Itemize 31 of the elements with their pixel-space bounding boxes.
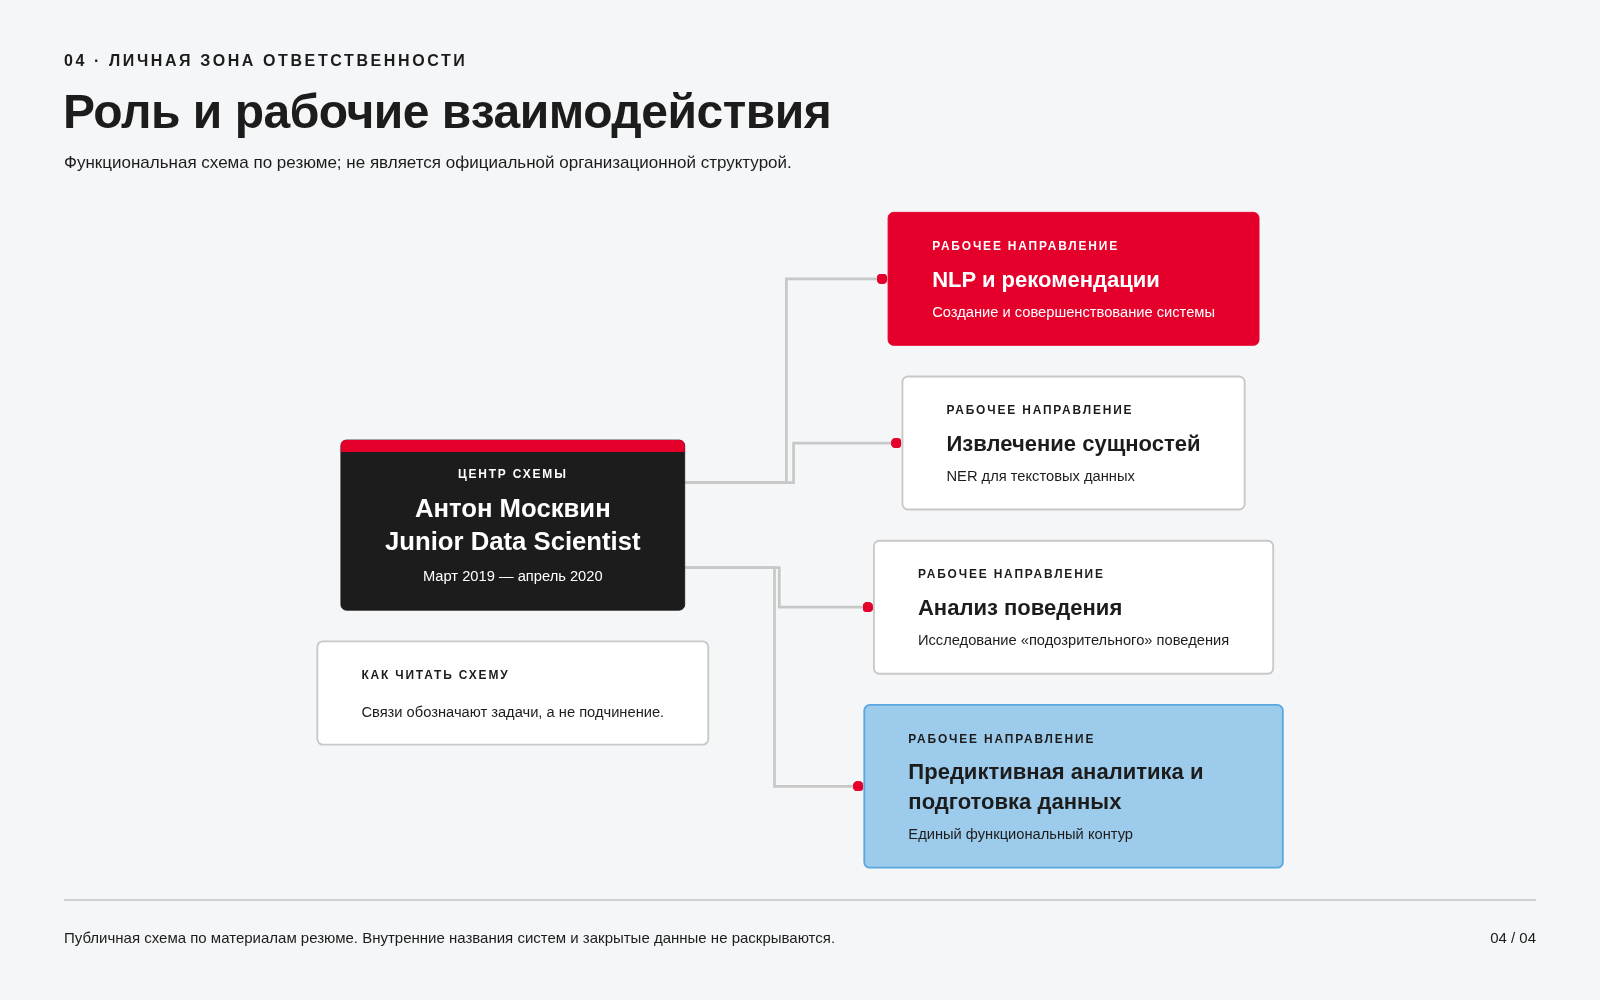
area-card — [887, 211, 1260, 346]
connector-line — [684, 566, 865, 792]
connector-line — [684, 437, 903, 484]
footer-note: Публичная схема по материалам резюме. Внутренние названия систем и закрытые данные не раскрываются. — [64, 929, 836, 946]
area-card — [901, 375, 1246, 511]
category-label: РАБОЧЕЕ НАПРАВЛЕНИЕ — [917, 566, 1105, 584]
area-card — [863, 704, 1284, 869]
category-label: РАБОЧЕЕ НАПРАВЛЕНИЕ — [946, 402, 1134, 419]
subtitle-text: Функциональная схема по резюме; не является официальной организационной структурой. — [64, 153, 792, 173]
category-label: РАБОЧЕЕ НАПРАВЛЕНИЕ — [908, 730, 1096, 748]
section-label: 04 · ЛИЧНАЯ ЗОНА ОТВЕТСТВЕННОСТИ — [64, 52, 468, 70]
card-text: Связи обозначают задачи, а не подчинение. — [361, 702, 665, 722]
category-label: ЦЕНТР СХЕМЫ — [457, 465, 568, 483]
category-label: РАБОЧЕЕ НАПРАВЛЕНИЕ — [932, 237, 1119, 255]
center-card — [340, 439, 686, 611]
area-card — [872, 539, 1275, 675]
page-title: Роль и рабочие взаимодействия — [63, 84, 832, 139]
card-text: Исследование «подозрительного» поведения — [917, 631, 1230, 651]
page-number: 04 / 04 — [1490, 929, 1536, 946]
note-card — [316, 640, 710, 746]
card-title: Анализ поведения — [917, 593, 1123, 622]
card-title: Junior Data Scientist — [384, 526, 641, 558]
category-label: КАК ЧИТАТЬ СХЕМУ — [361, 667, 510, 684]
card-text: Март 2019 — апрель 2020 — [422, 567, 603, 587]
card-title: Предиктивная аналитика и подготовка данных — [908, 757, 1205, 816]
card-text: NER для текстовых данных — [946, 467, 1135, 486]
card-title: NLP и рекомендации — [932, 265, 1160, 294]
card-text: Создание и совершенствование системы — [932, 303, 1215, 322]
card-title: Антон Москвин — [414, 492, 611, 525]
card-text: Единый функциональный контур — [908, 825, 1133, 844]
card-title: Извлечение сущностей — [946, 429, 1201, 458]
